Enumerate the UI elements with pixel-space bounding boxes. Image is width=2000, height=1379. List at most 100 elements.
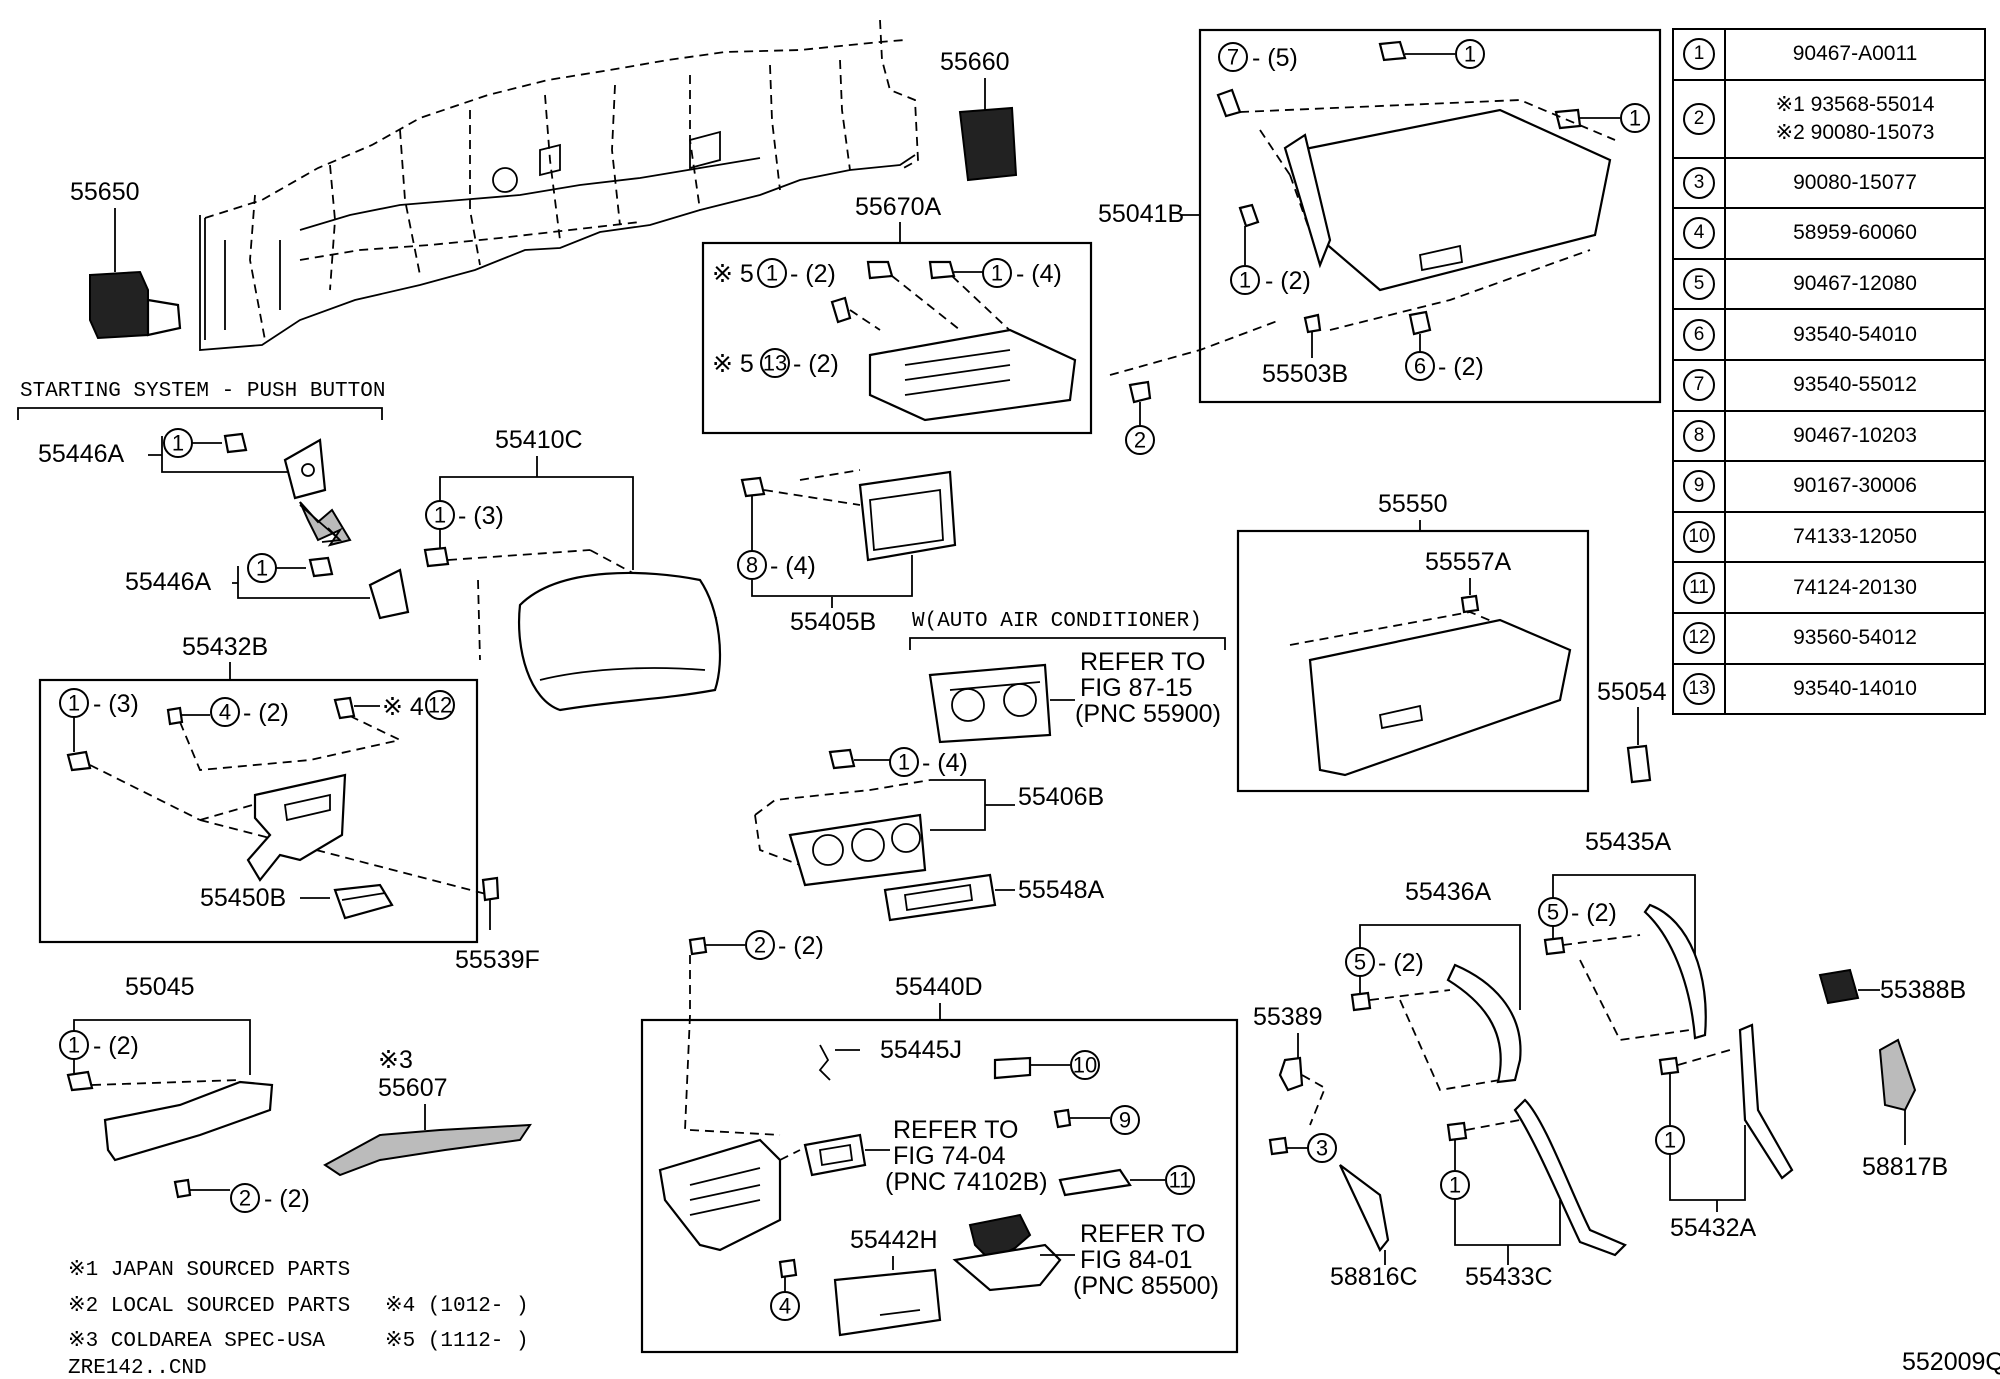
part-label-55539f: 55539F: [455, 946, 540, 974]
reference-part-number: ※1 93568-55014※2 90080-15073: [1724, 78, 1986, 159]
reference-key: 13: [1683, 672, 1715, 705]
reference-row: 2 ※1 93568-55014※2 90080-15073: [1672, 78, 1986, 159]
part-55548a: 55548A: [883, 873, 1105, 922]
part-label-55045: 55045: [125, 973, 195, 1001]
reference-key: 10: [1683, 521, 1715, 554]
part-label-55041b: 55041B: [1098, 200, 1184, 228]
reference-key-cell: 13: [1672, 662, 1726, 716]
part-label-55054: 55054: [1597, 678, 1667, 706]
auto-ac-group: W(AUTO AIR CONDITIONER) REFER TO FIG 87-…: [909, 610, 1226, 744]
part-55389: 55389 3: [1253, 1003, 1337, 1163]
svg-text:5: 5: [1354, 950, 1366, 975]
reference-row: 5 90467-12080: [1672, 257, 1986, 311]
reference-key-cell: 7: [1672, 358, 1726, 412]
part-label-55442h: 55442H: [850, 1226, 938, 1254]
reference-key-cell: 2: [1672, 78, 1726, 159]
note-3b: ZRE142..CND: [68, 1357, 207, 1379]
glove-box-55550-group: 55550 55557A: [1236, 490, 1590, 793]
reference-key: 2: [1683, 102, 1715, 135]
down-arrow-icon: [299, 504, 342, 543]
svg-text:1: 1: [898, 750, 910, 775]
part-label-55405b: 55405B: [790, 608, 876, 636]
reference-key: 6: [1683, 318, 1715, 351]
ref2-line3: (PNC 74102B): [885, 1168, 1048, 1196]
note-3: ※3 COLDAREA SPEC-USA: [68, 1330, 325, 1353]
part-number-text: 90467-10203: [1793, 423, 1917, 447]
part-label-55432a: 55432A: [1670, 1214, 1757, 1242]
reference-part-number: 90080-15077: [1724, 156, 1986, 210]
qty-2-c: - (2): [1265, 267, 1311, 295]
part-label-55406b: 55406B: [1018, 783, 1104, 811]
mark-x3: ※3: [378, 1046, 413, 1074]
qty-2-i: - (2): [1378, 949, 1424, 977]
part-label-58817b: 58817B: [1862, 1153, 1948, 1181]
ref1-line3: (PNC 55900): [1075, 700, 1221, 728]
reference-key: 5: [1683, 268, 1715, 301]
part-number-text: 58959-60060: [1793, 221, 1917, 245]
qty-2-a: - (2): [790, 260, 836, 288]
svg-text:2: 2: [239, 1186, 251, 1211]
part-label-55550: 55550: [1378, 490, 1448, 518]
part-label-55670a: 55670A: [855, 193, 942, 221]
starting-system-group: STARTING SYSTEM - PUSH BUTTON 55446A 1 5…: [17, 380, 410, 620]
svg-text:1: 1: [1664, 1128, 1676, 1153]
note-5: ※5 (1112- ): [385, 1330, 529, 1353]
part-label-55436a: 55436A: [1405, 878, 1492, 906]
qty-5: - (5): [1252, 44, 1298, 72]
part-label-55548a: 55548A: [1018, 876, 1105, 904]
part-label-55446a-top: 55446A: [38, 440, 125, 468]
reference-key: 8: [1683, 419, 1715, 452]
svg-text:1: 1: [1629, 106, 1641, 131]
part-55045-group: 55045 1 - (2) 2 - (2): [59, 973, 310, 1213]
auto-ac-heading: W(AUTO AIR CONDITIONER): [912, 610, 1202, 633]
qty-3-a: - (3): [458, 502, 504, 530]
mark-x4: ※ 4: [382, 693, 424, 721]
part-number-text: 90080-15077: [1793, 170, 1917, 194]
svg-text:1: 1: [172, 431, 184, 456]
qty-2-g: - (2): [264, 1185, 310, 1213]
qty-3-b: - (3): [93, 690, 139, 718]
part-number-text: 90467-12080: [1793, 272, 1917, 296]
notes: ※1 JAPAN SOURCED PARTS ※2 LOCAL SOURCED …: [68, 1259, 529, 1379]
svg-text:2: 2: [1134, 428, 1146, 453]
part-55607: ※3 55607: [323, 1046, 532, 1177]
part-label-55446a-bot: 55446A: [125, 568, 212, 596]
reference-row: 13 93540-14010: [1672, 662, 1986, 716]
reference-row: 8 90467-10203: [1672, 409, 1986, 463]
part-number-text: 90167-30006: [1793, 474, 1917, 498]
lower-panel-55432b-group: 55432B 1 - (3) 4 - (2) ※ 4 12 55450B 555…: [38, 633, 540, 974]
svg-text:4: 4: [219, 700, 231, 725]
ref3-line3: (PNC 85500): [1073, 1272, 1219, 1300]
ref2-line1: REFER TO: [893, 1116, 1019, 1144]
svg-text:2: 2: [754, 933, 766, 958]
part-number-text: ※2 90080-15073: [1775, 120, 1935, 144]
qty-2-f: - (2): [93, 1032, 139, 1060]
part-label-55445j: 55445J: [880, 1036, 962, 1064]
ref3-line1: REFER TO: [1080, 1220, 1206, 1248]
svg-text:13: 13: [763, 351, 787, 376]
mark-x5-b: ※ 5: [712, 350, 754, 378]
qty-2-d: - (2): [1438, 353, 1484, 381]
note-4: ※4 (1012- ): [385, 1295, 529, 1318]
svg-text:6: 6: [1414, 354, 1426, 379]
part-58816c: 58816C: [1330, 1164, 1418, 1291]
svg-text:1: 1: [1464, 42, 1476, 67]
reference-key: 12: [1683, 622, 1715, 655]
svg-text:11: 11: [1169, 1168, 1192, 1193]
part-label-55389: 55389: [1253, 1003, 1323, 1031]
reference-key-cell: 11: [1672, 561, 1726, 614]
mark-x5-a: ※ 5: [712, 260, 754, 288]
qty-2-b: - (2): [793, 350, 839, 378]
reference-key-cell: 8: [1672, 409, 1726, 463]
part-label-55410c: 55410C: [495, 426, 583, 454]
diagram-code: 552009Q: [1902, 1348, 2000, 1376]
qty-4-b: - (4): [770, 552, 816, 580]
part-number-text: 93540-14010: [1793, 676, 1917, 700]
svg-text:3: 3: [1316, 1136, 1328, 1161]
reference-key-cell: 6: [1672, 308, 1726, 361]
